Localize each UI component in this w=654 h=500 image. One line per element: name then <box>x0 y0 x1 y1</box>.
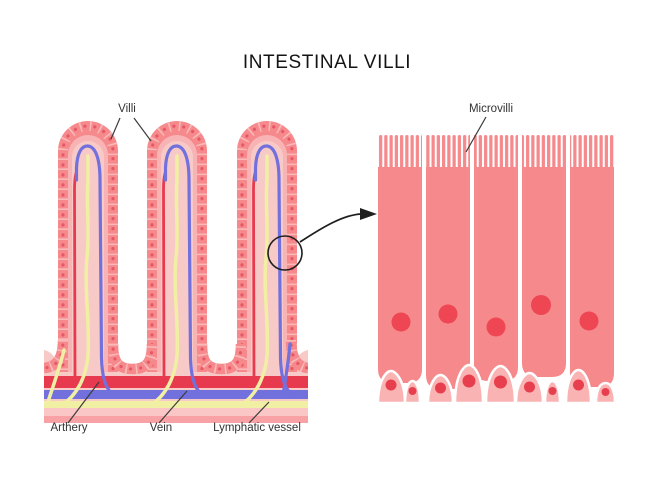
microvilli-leader-line <box>465 116 487 153</box>
villi-diagram <box>44 118 308 423</box>
artery-leader-line <box>67 381 100 424</box>
vein-leader-line <box>158 390 188 424</box>
vein-label: Vein <box>149 422 173 434</box>
epithelial-cells <box>378 167 614 389</box>
vein-band <box>44 390 308 399</box>
vessel-bands <box>44 376 308 423</box>
lymphatic-leader-line <box>248 401 270 424</box>
microvilli-diagram <box>378 133 614 405</box>
artery-band <box>44 376 308 388</box>
magnifier-circle <box>267 235 303 271</box>
cell-nucleus <box>438 304 458 324</box>
artery-label: Arthery <box>50 422 88 434</box>
villi-label: Villi <box>118 103 136 115</box>
brush-border-microvilli <box>378 133 614 171</box>
cell-nucleus <box>579 311 599 331</box>
page-title: INTESTINAL VILLI <box>242 52 412 73</box>
lymphatic-band <box>44 401 308 408</box>
zoom-arrow <box>299 213 362 243</box>
lymphatic-label: Lymphatic vessel <box>213 422 301 434</box>
microvilli-label: Microvilli <box>468 103 514 115</box>
villi-leader-line-2 <box>133 117 152 142</box>
cell-nucleus <box>531 295 551 315</box>
cell-nucleus <box>391 312 411 332</box>
villi-leader-line-1 <box>110 117 121 140</box>
basal-cells <box>378 363 614 405</box>
crypts <box>44 338 308 375</box>
zoom-arrow-head <box>360 208 377 220</box>
cell-nucleus <box>486 317 506 337</box>
